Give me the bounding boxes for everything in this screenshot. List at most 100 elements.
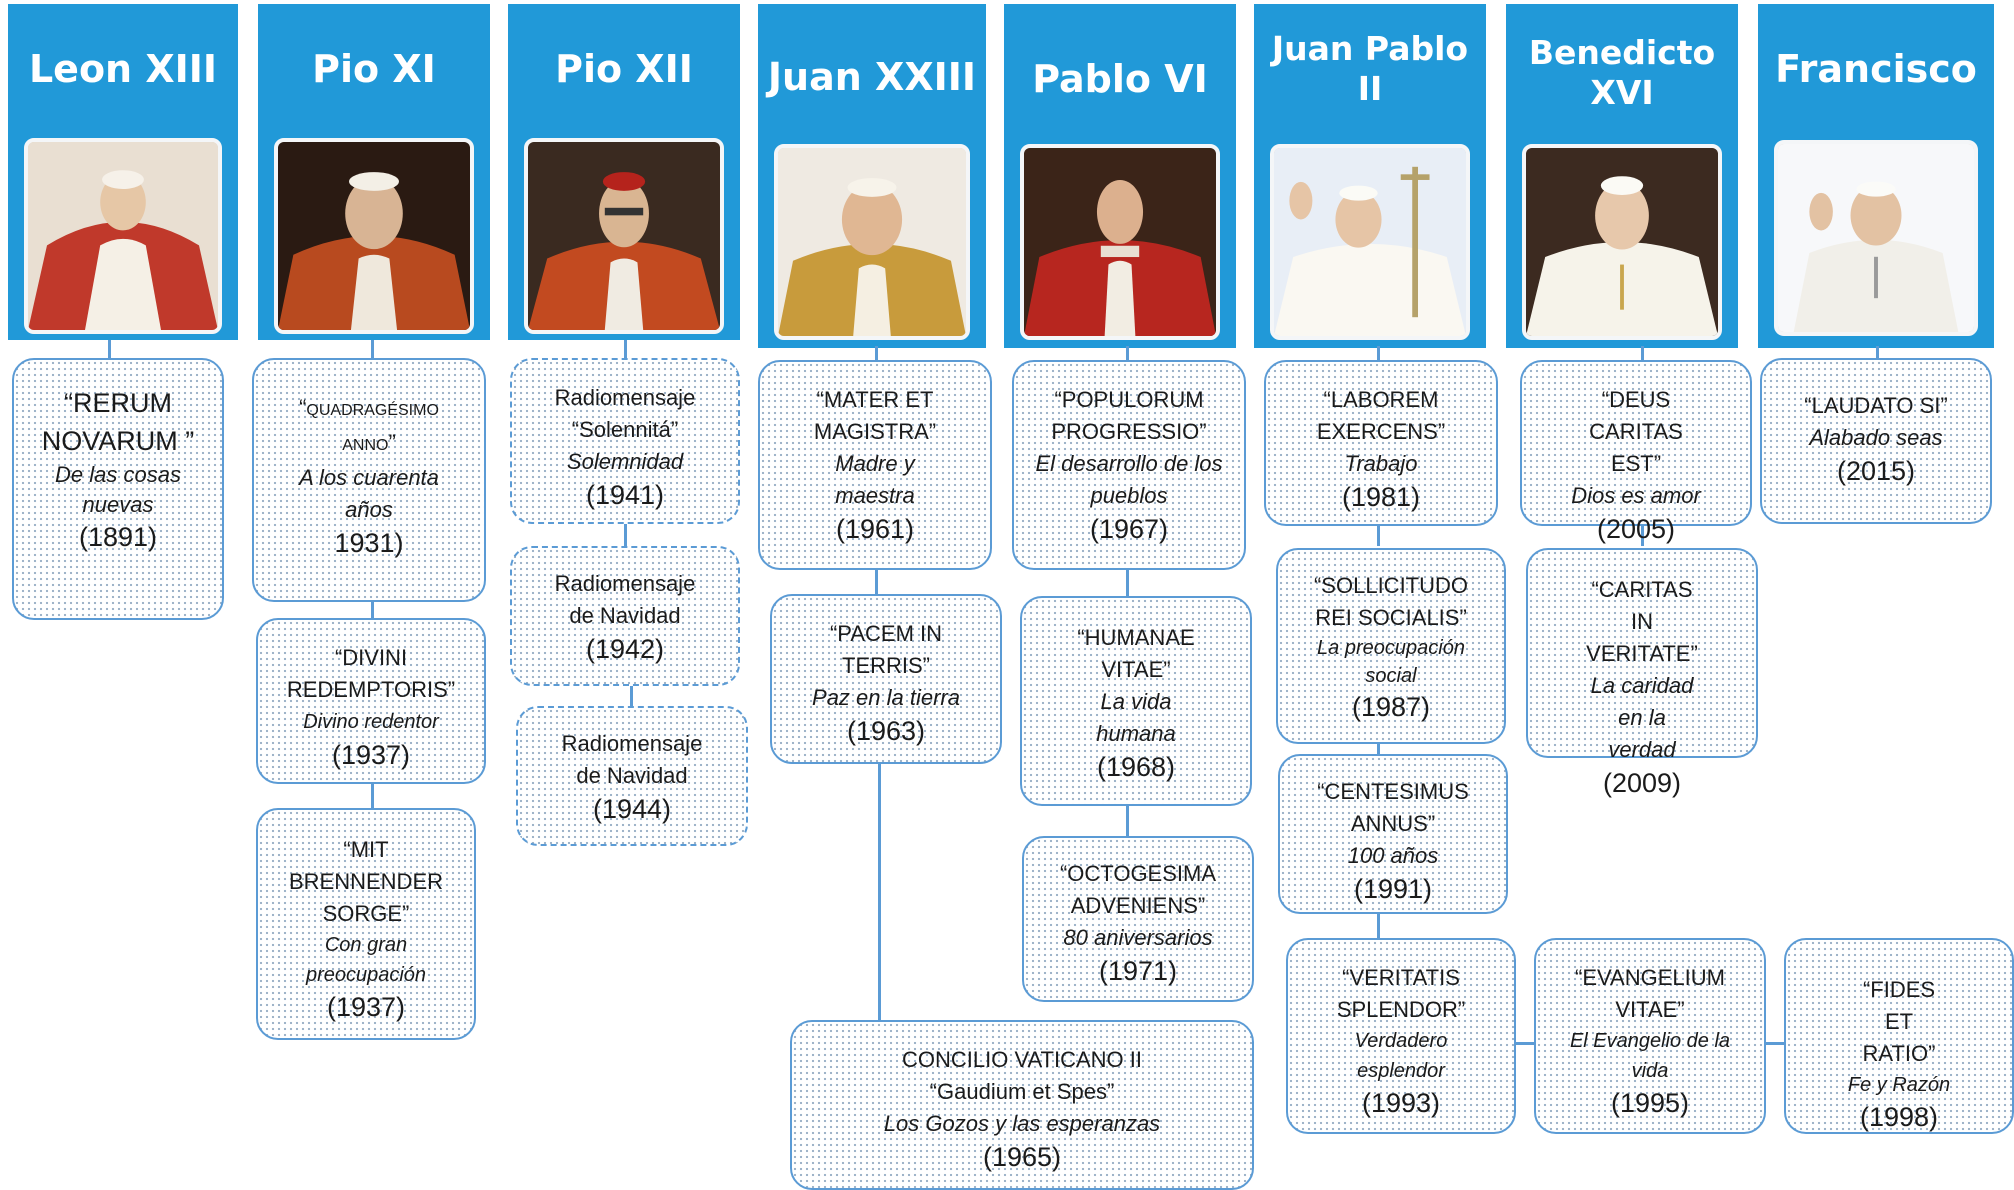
document-title: “EVANGELIUM VITAE”: [1575, 965, 1725, 1022]
document-fides-et-ratio: “FIDES ET RATIO” Fe y Razón (1998): [1784, 938, 2014, 1134]
connector: [371, 600, 374, 620]
document-title: “POPULORUM PROGRESSIO”: [1051, 387, 1207, 444]
portrait-pius-xii: [524, 138, 724, 334]
document-subtitle: 80 aniversarios: [1063, 925, 1213, 950]
document-subtitle: Divino redentor: [303, 711, 439, 733]
document-title: “CARITAS IN VERITATE”: [1586, 577, 1698, 666]
document-title: CONCILIO VATICANO II: [902, 1047, 1142, 1072]
connector: [875, 570, 878, 596]
connector: [875, 346, 878, 360]
document-year: (1971): [1098, 956, 1178, 986]
pope-name: Pablo VI: [1032, 57, 1208, 101]
connector: [1876, 346, 1879, 360]
document-subtitle: Alabado seas: [1809, 425, 1943, 450]
document-year: (1961): [835, 514, 915, 544]
connector: [1641, 346, 1644, 360]
document-title: “RERUM NOVARUM ”: [41, 388, 195, 456]
document-deus-caritas-est: “DEUS CARITAS EST” Dios es amor (2005): [1520, 360, 1752, 544]
pope-name: Benedicto XVI: [1528, 33, 1716, 112]
pope-card-leon-xiii: Leon XIII: [8, 4, 238, 340]
document-mater-et-magistra: “MATER ET MAGISTRA” Madre y maestra (196…: [758, 360, 992, 570]
document-year: (1937): [326, 992, 406, 1022]
pope-card-francisco: Francisco: [1758, 4, 1994, 348]
document-rerum-novarum: “RERUM NOVARUM ” De las cosas nuevas (18…: [12, 358, 224, 620]
connector: [371, 780, 374, 810]
connector: [624, 340, 627, 360]
document-year: (1998): [1859, 1102, 1939, 1132]
portrait-benedict-xvi: [1522, 144, 1722, 340]
document-year: (1987): [1351, 692, 1431, 722]
title-small-caps: QUADRAGÉSIMO ANNO: [306, 402, 439, 454]
document-subtitle: Fe y Razón: [1847, 1074, 1951, 1096]
document-subtitle: El Evangelio de la vida: [1569, 1030, 1731, 1082]
document-year: (1891): [78, 522, 158, 552]
pope-name: Juan XXIII: [767, 55, 977, 99]
document-laudato-si: “LAUDATO SI” Alabado seas (2015): [1760, 358, 1992, 524]
document-year: (2005): [1596, 514, 1676, 544]
document-year: (2015): [1836, 456, 1916, 486]
document-subtitle: El desarrollo de los pueblos: [1035, 451, 1223, 508]
title-open-quote: “: [299, 395, 307, 420]
pope-card-pio-xii: Pio XII: [508, 4, 740, 340]
document-subtitle-quote: “Gaudium et Spes”: [929, 1079, 1115, 1104]
pope-name: Pio XI: [312, 47, 436, 91]
document-title: “MIT BRENNENDER SORGE”: [288, 837, 444, 926]
pope-card-pio-xi: Pio XI: [258, 4, 490, 340]
connector: [878, 762, 881, 1022]
document-evangelium-vitae: “EVANGELIUM VITAE” El Evangelio de la vi…: [1534, 938, 1766, 1134]
document-caritas-in-veritate: “CARITAS IN VERITATE” La caridad en la v…: [1526, 548, 1758, 798]
connector: [1377, 526, 1380, 546]
connector: [108, 340, 111, 360]
document-octogesima-adveniens: “OCTOGESIMA ADVENIENS” 80 aniversarios (…: [1022, 836, 1254, 1002]
portrait-john-paul-ii: [1270, 144, 1470, 340]
document-populorum-progressio: “POPULORUM PROGRESSIO” El desarrollo de …: [1012, 360, 1246, 570]
pope-name: Juan Pablo II: [1271, 29, 1469, 108]
document-humanae-vitae: “HUMANAE VITAE” La vida humana (1968): [1020, 596, 1252, 806]
connector: [624, 524, 627, 546]
document-subtitle: Dios es amor: [1571, 483, 1701, 508]
document-concilio-vaticano-ii: CONCILIO VATICANO II “Gaudium et Spes” L…: [790, 1020, 1254, 1190]
document-divini-redemptoris: “DIVINI REDEMPTORIS” Divino redentor (19…: [256, 618, 486, 784]
portrait-john-xxiii: [774, 144, 970, 340]
document-title: “QUADRAGÉSIMO ANNO”: [264, 392, 474, 462]
document-subtitle: Madre y maestra: [835, 451, 915, 508]
document-year: (1937): [331, 740, 411, 770]
document-subtitle: Paz en la tierra: [812, 685, 960, 710]
connector: [1126, 346, 1129, 360]
document-title: “HUMANAE VITAE”: [1077, 625, 1195, 682]
document-sollicitudo-rei-socialis: “SOLLICITUDO REI SOCIALIS” La preocupaci…: [1276, 548, 1506, 744]
document-quadragesimo-anno: “QUADRAGÉSIMO ANNO” A los cuarenta años …: [252, 358, 486, 602]
document-year: (1963): [846, 716, 926, 746]
pope-card-pablo-vi: Pablo VI: [1004, 4, 1236, 348]
document-subtitle: Trabajo: [1344, 451, 1418, 476]
document-title: Radiomensaje de Navidad: [561, 731, 703, 788]
document-title: “CENTESIMUS ANNUS”: [1317, 779, 1469, 836]
document-subtitle: A los cuarenta años: [299, 465, 439, 522]
pope-card-juan-xxiii: Juan XXIII: [758, 4, 986, 348]
document-title: “LABOREM EXERCENS”: [1316, 387, 1446, 444]
document-year: (1965): [982, 1142, 1062, 1172]
document-year: (1968): [1096, 752, 1176, 782]
document-title: “SOLLICITUDO REI SOCIALIS”: [1313, 573, 1469, 630]
document-subtitle: Solemnidad: [566, 449, 684, 474]
document-subtitle: Verdadero esplendor: [1354, 1030, 1448, 1082]
portrait-paul-vi: [1020, 144, 1220, 340]
connector: [1377, 744, 1380, 754]
document-title: “MATER ET MAGISTRA”: [813, 387, 937, 444]
document-title: “LAUDATO SI”: [1804, 393, 1948, 418]
pope-card-juan-pablo-ii: Juan Pablo II: [1254, 4, 1486, 348]
connector: [1641, 524, 1644, 546]
document-subtitle: La preocupación social: [1317, 637, 1465, 687]
connector: [1377, 914, 1380, 938]
document-subtitle: De las cosas nuevas: [55, 462, 181, 517]
document-mit-brennender-sorge: “MIT BRENNENDER SORGE” Con gran preocupa…: [256, 808, 476, 1040]
connector: [1126, 570, 1129, 596]
document-title: Radiomensaje de Navidad: [554, 571, 696, 628]
document-pacem-in-terris: “PACEM IN TERRIS” Paz en la tierra (1963…: [770, 594, 1002, 764]
portrait-pius-xi: [274, 138, 474, 334]
connector: [1126, 806, 1129, 838]
pope-name: Leon XIII: [28, 47, 218, 91]
document-subtitle: 100 años: [1347, 843, 1439, 868]
document-year: (1941): [585, 480, 665, 510]
pope-name: Francisco: [1775, 47, 1977, 91]
